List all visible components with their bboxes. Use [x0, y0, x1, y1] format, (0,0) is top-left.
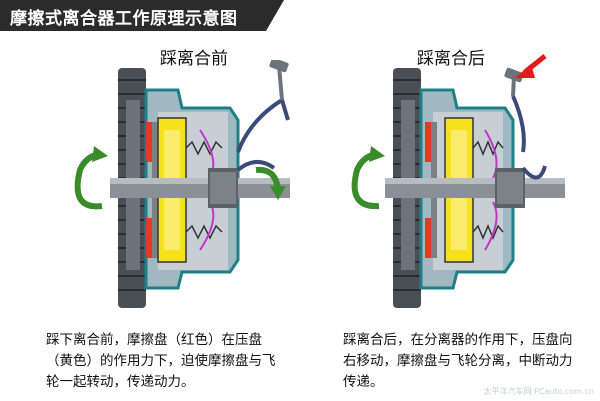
press-arrow-icon	[515, 54, 547, 78]
pedal-linkage	[236, 96, 290, 172]
right-description: 踩离合后，在分离器的作用下，压盘向右移动，摩擦盘与飞轮分离，中断动力传递。	[343, 332, 573, 390]
pedal-linkage	[511, 95, 547, 180]
diaphragm-spring	[484, 129, 498, 251]
clutch-engaged-diagram	[74, 60, 290, 308]
left-state-label: 踩离合前	[160, 49, 228, 69]
page-title: 摩擦式离合器工作原理示意图	[10, 9, 238, 29]
right-state-label: 踩离合后	[417, 49, 485, 69]
springs	[185, 140, 223, 240]
springs	[472, 140, 504, 240]
clutch-disengaged-diagram	[351, 54, 565, 308]
title-banner: 摩擦式离合器工作原理示意图	[0, 0, 284, 31]
input-shaft	[385, 168, 565, 208]
rotation-arrow-icon	[74, 146, 286, 210]
left-description: 踩下离合前，摩擦盘（红色）在压盘（黄色）的作用力下，迫使摩擦盘与飞轮一起转动，传…	[46, 332, 276, 390]
clutch-pedal	[269, 60, 289, 101]
title-banner-shape	[0, 0, 284, 31]
clutch-pedal	[504, 67, 524, 97]
watermark: 太平洋汽车网 PCauto.com.cn	[483, 387, 594, 396]
rotation-arrow-icon	[351, 146, 385, 210]
input-shaft	[110, 168, 290, 208]
